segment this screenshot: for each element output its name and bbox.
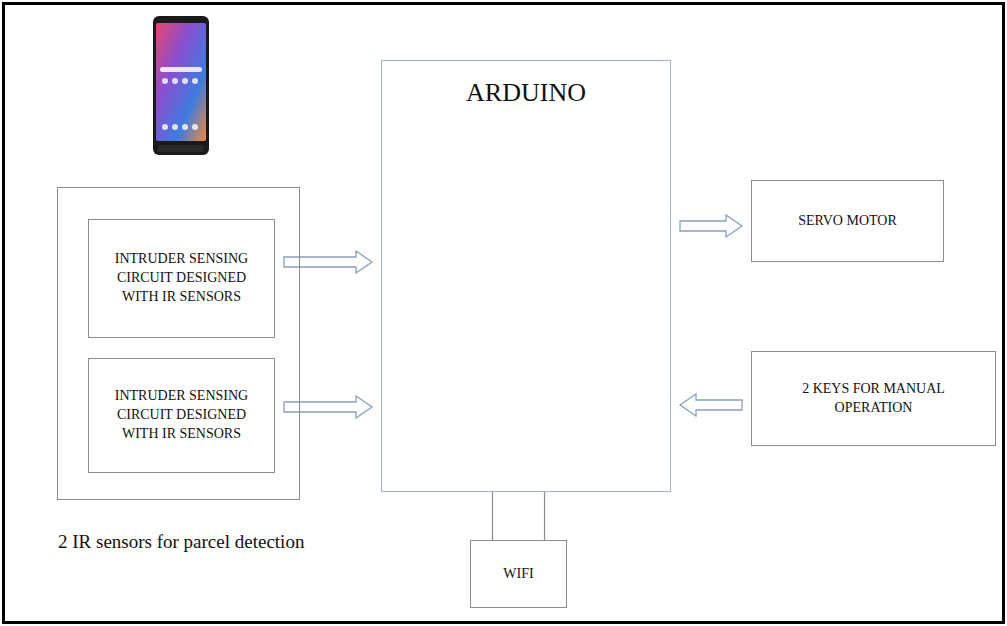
connector	[493, 492, 545, 540]
node-label: SERVO MOTOR	[798, 212, 897, 231]
node-label: WIFI	[503, 565, 533, 584]
block-arrow	[680, 394, 742, 416]
smartphone-illustration	[152, 15, 210, 156]
controller-box: ARDUINO	[381, 60, 671, 492]
block-arrow	[680, 215, 742, 237]
node-label: INTRUDER SENSING CIRCUIT DESIGNED WITH I…	[104, 250, 259, 307]
connector	[680, 215, 742, 237]
node-label: 2 KEYS FOR MANUAL OPERATION	[774, 380, 974, 418]
node-label: 2 IR sensors for parcel detection	[58, 529, 304, 555]
wifi-box: WIFI	[470, 540, 567, 608]
sensor-box: INTRUDER SENSING CIRCUIT DESIGNED WITH I…	[88, 358, 275, 473]
block-arrow	[284, 396, 372, 418]
servo-box: SERVO MOTOR	[751, 180, 944, 262]
sensor-box: INTRUDER SENSING CIRCUIT DESIGNED WITH I…	[88, 219, 275, 338]
keys-box: 2 KEYS FOR MANUAL OPERATION	[751, 351, 996, 446]
node-label: ARDUINO	[382, 61, 670, 110]
sensor-group: 2 IR sensors for parcel detectionINTRUDE…	[57, 187, 300, 500]
bus-line	[544, 492, 545, 540]
bus-line	[492, 492, 493, 540]
connector	[680, 394, 742, 416]
block-arrow	[284, 251, 372, 273]
connector	[284, 251, 372, 273]
node-label: INTRUDER SENSING CIRCUIT DESIGNED WITH I…	[104, 387, 259, 444]
connector	[284, 396, 372, 418]
